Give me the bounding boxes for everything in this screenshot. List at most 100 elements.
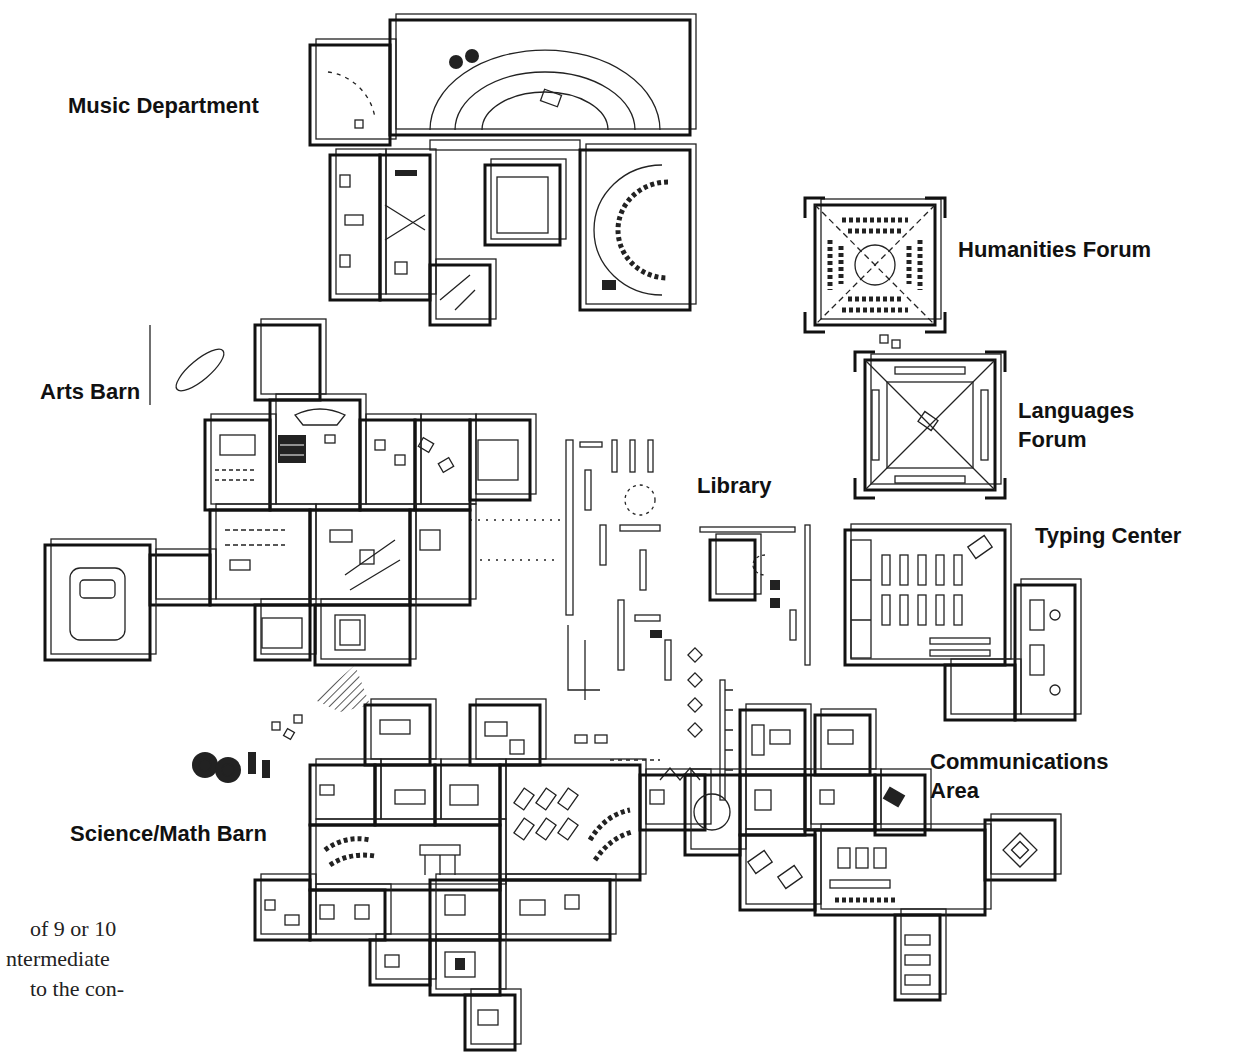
science-math-barn-plan-part [248, 752, 256, 774]
science-math-barn-plan-part [284, 729, 295, 740]
area-label: Music Department [68, 92, 259, 121]
library-plan-part [805, 525, 810, 665]
area-label: Arts Barn [40, 378, 140, 407]
body-text-fragment: to the con- [30, 976, 124, 1002]
science-math-barn-plan-part [646, 769, 711, 824]
science-math-barn-plan-part [565, 895, 579, 909]
music-department-plan-part [465, 49, 479, 63]
library-plan-part [700, 527, 795, 532]
science-math-barn-plan-part [436, 874, 506, 934]
typing-center-plan-part [851, 580, 871, 620]
library-plan-part [770, 580, 780, 590]
library-plan-part [688, 648, 702, 662]
arts-barn-plan [45, 319, 536, 665]
communications-area-plan-part [1012, 842, 1029, 859]
typing-center-plan-part [1050, 610, 1060, 620]
arts-barn-plan-part [420, 530, 440, 550]
arts-barn-plan-part [70, 568, 125, 640]
communications-area-plan-part [838, 848, 850, 868]
arts-barn-plan-part [416, 504, 476, 599]
music-department-plan-part [580, 150, 690, 310]
science-math-barn-plan-part [536, 788, 556, 810]
science-math-barn-plan-part [465, 995, 515, 1050]
arts-barn-plan-part [410, 510, 470, 605]
languages-forum-plan-part [865, 360, 995, 490]
music-department-plan-part [440, 275, 475, 310]
arts-barn-plan-part [310, 510, 410, 605]
typing-center-plan-part [1015, 585, 1075, 720]
communications-area-plan-part [821, 824, 991, 909]
music-department-plan-part [328, 72, 375, 118]
typing-center-plan-part [918, 555, 926, 585]
arts-barn-plan-part [295, 409, 345, 425]
typing-center-plan-part [930, 650, 990, 656]
music-department-plan-part [385, 205, 425, 240]
science-math-barn-plan-part [294, 715, 302, 723]
humanities-forum-plan-part [805, 198, 945, 332]
library-plan-part [753, 555, 765, 575]
library-plan-part [770, 598, 780, 608]
library-plan-part [600, 525, 606, 565]
science-math-barn-plan-part [500, 765, 640, 880]
communications-area-plan-part [815, 830, 985, 915]
communications-area-plan-part [830, 880, 890, 888]
communications-area-plan-part [856, 848, 868, 868]
humanities-forum-plan-part [892, 340, 900, 348]
music-department-plan-part [396, 14, 696, 129]
library-plan-part [688, 698, 702, 712]
arts-barn-plan-part [438, 458, 453, 473]
music-department-plan-part [395, 170, 417, 176]
library-plan-part [665, 640, 671, 680]
arts-barn-plan-part [335, 615, 365, 650]
humanities-forum-plan-part [815, 205, 935, 325]
typing-center-plan-part [918, 595, 926, 625]
communications-area-plan-part [685, 775, 740, 855]
communications-area-plan-part [691, 769, 746, 849]
communications-area-plan-part [770, 730, 790, 744]
typing-center-plan-part [1050, 685, 1060, 695]
music-department-plan-part [310, 45, 390, 145]
communications-area-plan-part [820, 790, 834, 804]
communications-area-plan-part [991, 814, 1061, 874]
music-department-plan [310, 14, 696, 325]
arts-barn-plan-part [205, 420, 270, 510]
library-plan-part [620, 525, 660, 531]
library-plan-part [575, 735, 587, 743]
science-math-barn-plan-part [506, 759, 646, 874]
communications-area-plan-part [905, 935, 930, 945]
science-math-barn-plan-part [478, 1010, 498, 1025]
arts-barn-plan-part [45, 545, 150, 660]
library-plan-part [635, 615, 660, 621]
communications-area-plan-part [883, 786, 906, 807]
covered-walkway-part [315, 665, 370, 712]
body-text-fragment: of 9 or 10 [30, 916, 116, 942]
music-department-plan-part [491, 159, 566, 239]
arts-barn-plan-part [230, 560, 250, 570]
science-math-barn-plan-part [558, 818, 578, 840]
arts-barn-plan-part [345, 540, 400, 590]
arts-barn-plan-part [360, 550, 374, 564]
science-math-barn-plan-part [485, 722, 507, 736]
music-department-plan-part [602, 280, 616, 290]
languages-forum-plan-part [855, 352, 1005, 498]
science-math-barn-plan-part [470, 705, 540, 765]
arts-barn-plan-part [262, 618, 302, 648]
arts-barn-plan-part [421, 414, 476, 504]
humanities-forum-plan-part [830, 220, 920, 310]
science-math-barn-plan-part [395, 790, 425, 804]
arts-barn-plan-part [225, 530, 285, 545]
science-math-barn-plan-part [192, 752, 218, 778]
science-math-barn-plan-part [310, 890, 385, 940]
communications-area-plan-part [752, 725, 764, 755]
area-label: Science/Math Barn [70, 820, 267, 849]
library-plan-part [580, 442, 602, 447]
music-department-plan-part [380, 155, 430, 300]
science-math-barn-plan-part [650, 790, 664, 804]
arts-barn-plan-part [215, 470, 255, 480]
arts-barn-plan-part [478, 440, 518, 480]
arts-barn-plan-part [255, 325, 320, 400]
library-plan-part [688, 723, 702, 737]
music-department-plan-part [316, 39, 396, 139]
communications-area-plan-part [740, 775, 805, 835]
arts-barn-plan-part [395, 455, 405, 465]
